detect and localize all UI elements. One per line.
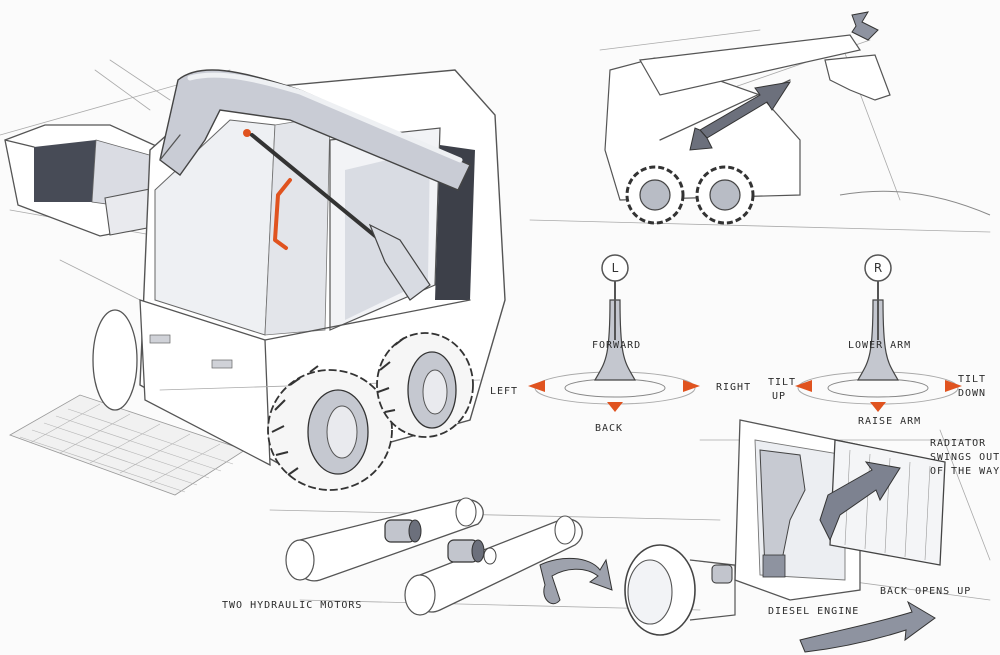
tilt-down-marker	[945, 380, 962, 392]
tire-front	[267, 365, 393, 491]
rear-wheel-left	[92, 309, 138, 411]
back-marker	[607, 402, 623, 412]
joystick-l-knob	[601, 254, 629, 282]
radiator-line1: RADIATOR	[930, 438, 986, 449]
raise-arm-label: RAISE ARM	[858, 416, 921, 427]
right-joystick-diagram: R LOWER ARM RAISE ARM TILT UP TILT DOWN	[768, 254, 986, 427]
forward-label: FORWARD	[592, 340, 641, 351]
tilt-rotate-icon	[851, 11, 879, 41]
hydraulic-motor-1	[384, 519, 422, 543]
back-opens-arrow	[799, 600, 936, 653]
diesel-engine-label: DIESEL ENGINE	[768, 606, 859, 617]
joystick-r-letter: R	[874, 261, 882, 275]
dirt-pile	[839, 190, 991, 216]
back-opens-up-label: BACK OPENS UP	[880, 586, 971, 597]
back-label: BACK	[595, 423, 623, 434]
tilt-down-line2: DOWN	[958, 388, 986, 399]
joystick-r-knob	[864, 254, 892, 282]
hydraulic-motors-sketch: TWO HYDRAULIC MOTORS	[222, 497, 736, 636]
ground-shadow-hatch	[9, 394, 246, 496]
right-label: RIGHT	[716, 382, 751, 393]
radiator-line3: OF THE WAY	[930, 466, 1000, 477]
detached-wheel	[624, 544, 736, 636]
reach-arrow	[689, 81, 792, 151]
lift-arm	[159, 69, 471, 301]
engine-bay-sketch: RADIATOR SWINGS OUT OF THE WAY DIESEL EN…	[689, 419, 1000, 653]
left-label: LEFT	[490, 386, 518, 397]
tilt-up-line1: TILT	[768, 377, 796, 388]
side-view-wheel-front	[625, 165, 685, 225]
skid-steer-main-view	[0, 59, 506, 496]
left-marker	[528, 380, 545, 392]
arm-pivot-marker	[243, 129, 251, 137]
radiator-swing-arrow	[819, 461, 901, 542]
radiator-line2: SWINGS OUT	[930, 452, 1000, 463]
raise-arm-marker	[870, 402, 886, 412]
tilt-up-marker	[795, 380, 812, 392]
hydraulic-motor-2	[447, 539, 497, 565]
tilt-down-line1: TILT	[958, 374, 986, 385]
side-view-wheel-rear	[695, 165, 755, 225]
two-hydraulic-motors-label: TWO HYDRAULIC MOTORS	[222, 600, 362, 611]
joystick-l-letter: L	[612, 261, 619, 275]
tire-rear	[376, 332, 474, 438]
tilt-up-line2: UP	[772, 391, 786, 402]
lower-arm-label: LOWER ARM	[848, 340, 911, 351]
grab-handle	[273, 178, 292, 250]
right-marker	[683, 380, 700, 392]
left-joystick-diagram: L FORWARD BACK LEFT RIGHT	[490, 254, 751, 434]
rotation-arrow	[539, 557, 613, 605]
side-view-sketch	[529, 11, 991, 233]
